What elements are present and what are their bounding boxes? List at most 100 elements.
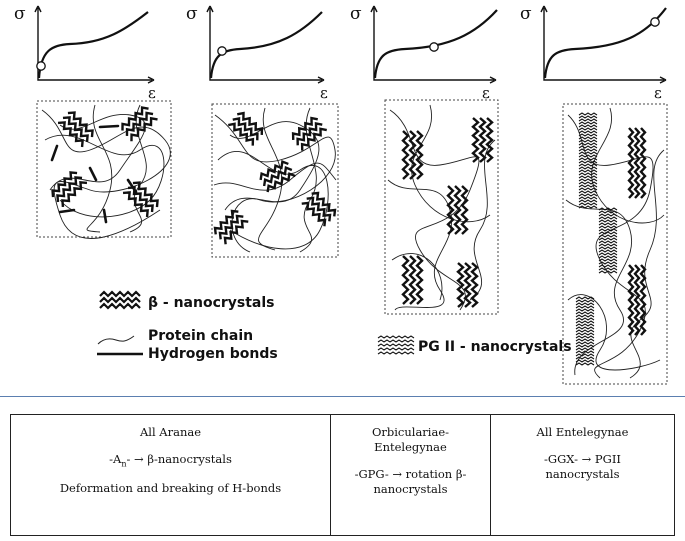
- pgii-strand: [578, 151, 598, 155]
- beta-stack-strand: [56, 176, 83, 203]
- beta-stack: [213, 209, 249, 245]
- pgii-strand: [578, 175, 598, 179]
- beta-stack-strand: [463, 262, 472, 308]
- pgii-strand: [575, 329, 595, 333]
- pgii-strand: [575, 302, 595, 306]
- pgii-strand: [578, 154, 598, 158]
- pgii-strand: [578, 136, 598, 140]
- beta-stack-strand: [300, 127, 327, 151]
- strain-marker-4: [650, 17, 660, 27]
- beta-stack-strand: [67, 111, 94, 138]
- pgii-strand: [575, 308, 595, 312]
- beta-nanocrystal-stacks: [51, 106, 647, 336]
- pgii-strand: [598, 270, 618, 274]
- pgii-strand: [575, 350, 595, 354]
- pgii-strand: [598, 207, 618, 211]
- legend-pgii-label: PG II - nanocrystals: [418, 339, 572, 355]
- legend-beta-symbol: [99, 290, 141, 310]
- epsilon-label-2: ε: [320, 84, 328, 102]
- beta-stack-strand: [232, 116, 259, 141]
- pgii-strand: [578, 118, 598, 122]
- beta-stack-strand: [228, 122, 255, 146]
- beta-stack-strand: [132, 181, 159, 208]
- beta-stack: [401, 255, 424, 305]
- beta-stack-strand: [237, 111, 264, 135]
- beta-stack-strand: [51, 171, 78, 198]
- beta-stack-strand: [478, 117, 487, 163]
- protein-chains: [41, 104, 665, 379]
- pgii-stack: [598, 207, 618, 274]
- pgii-strand: [598, 219, 618, 223]
- beta-stack-strand: [415, 130, 424, 180]
- pgii-strand: [575, 332, 595, 336]
- legend-pgii-strand: [377, 343, 415, 347]
- pgii-strand: [578, 112, 598, 116]
- beta-stack: [259, 159, 296, 193]
- legend-beta-strands-strand: [99, 290, 141, 298]
- cell-line-deformation: Deformation and breaking of H-bonds: [59, 481, 282, 496]
- pgii-strand: [575, 323, 595, 327]
- summary-cell-all-aranae: All Aranae -An- → β-nanocrystals Deforma…: [10, 414, 331, 536]
- pgii-strand: [575, 305, 595, 309]
- pgii-strand: [575, 359, 595, 363]
- epsilon-label-1: ε: [148, 84, 156, 102]
- pgii-strand: [575, 335, 595, 339]
- legend-hbond-label: Hydrogen bonds: [148, 346, 278, 362]
- epsilon-label-3: ε: [482, 84, 490, 102]
- beta-stack-strand: [127, 186, 154, 213]
- cell-line-gpg-1: -GPG- → rotation β-: [354, 467, 467, 481]
- beta-stack-strand: [446, 185, 455, 235]
- pgii-strand: [575, 320, 595, 324]
- pgii-strand: [598, 267, 618, 271]
- pgii-strand: [598, 234, 618, 238]
- beta-stack-strand: [259, 159, 289, 181]
- pgii-strand: [598, 210, 618, 214]
- beta-stack-strand: [301, 201, 327, 227]
- figure-canvas: [34, 5, 668, 385]
- pgii-strand: [598, 261, 618, 265]
- strain-marker-1: [36, 61, 46, 71]
- pgii-strand: [598, 264, 618, 268]
- pgii-strand: [578, 196, 598, 200]
- beta-stack-strand: [627, 264, 635, 336]
- pgii-strand: [598, 252, 618, 256]
- pgii-strand: [578, 133, 598, 137]
- pgii-strand: [578, 124, 598, 128]
- sigma-label-4: σ: [520, 4, 532, 24]
- beta-stack-strand: [130, 116, 158, 142]
- beta-stack-strand: [61, 181, 88, 208]
- pgii-strand: [575, 326, 595, 330]
- pgii-strand: [578, 127, 598, 131]
- cell-line-ggx-1: -GGX- → PGII: [544, 452, 621, 466]
- epsilon-label-4: ε: [654, 84, 662, 102]
- structure-panel-2: [211, 103, 339, 258]
- beta-stack-strand: [213, 209, 239, 235]
- pgii-strand: [598, 213, 618, 217]
- beta-stack-strand: [262, 166, 293, 187]
- beta-stack-strand: [122, 191, 149, 218]
- pgii-strand: [598, 228, 618, 232]
- pgii-strand: [598, 246, 618, 250]
- beta-stack-strand: [485, 117, 494, 163]
- pgii-strand: [575, 341, 595, 345]
- stress-strain-curve-1: [37, 11, 149, 79]
- legend-pgii-strand: [377, 347, 415, 351]
- beta-stack-strand: [408, 255, 417, 305]
- stress-strain-curve-3: [373, 9, 498, 79]
- stress-strain-graph-2: [206, 5, 325, 84]
- pgii-strand: [598, 243, 618, 247]
- summary-cell-all-entelegynae: All Entelegynae -GGX- → PGII nanocrystal…: [490, 414, 675, 536]
- summary-cell-orbiculariae: Orbiculariae- Entelegynae -GPG- → rotati…: [330, 414, 491, 536]
- pgii-strand: [598, 222, 618, 226]
- beta-stack-strand: [453, 185, 462, 235]
- beta-stack-strand: [306, 196, 332, 222]
- beta-stack-strand: [121, 106, 149, 131]
- beta-stack: [301, 191, 337, 227]
- beta-stack: [121, 106, 158, 142]
- legend-beta-strands-strand: [99, 302, 141, 310]
- legend-protein-label: Protein chain: [148, 328, 254, 344]
- sigma-label-3: σ: [350, 4, 362, 24]
- beta-stack: [446, 185, 469, 235]
- beta-stack: [122, 181, 159, 218]
- beta-stack: [627, 264, 647, 336]
